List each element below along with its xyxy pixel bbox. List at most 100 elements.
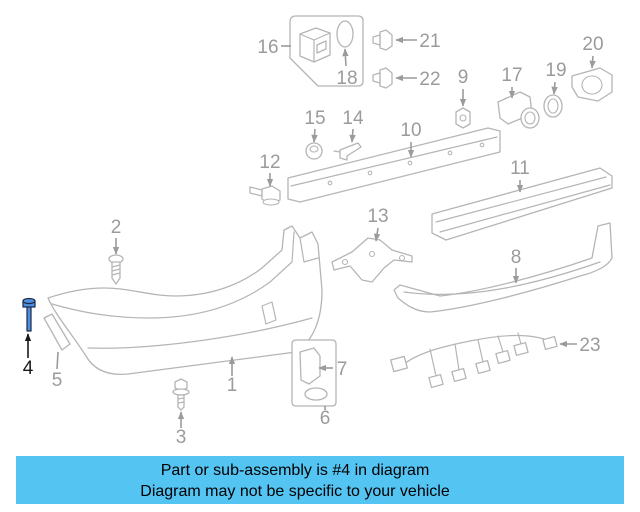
callout-number-18: 18 <box>336 68 357 89</box>
callout-9: 9 <box>458 67 469 107</box>
harness-connector <box>542 335 558 351</box>
clip-22-stem <box>372 72 381 84</box>
callout-number-23: 23 <box>579 335 600 356</box>
part-12-bolt <box>249 185 281 206</box>
callout-1: 1 <box>227 356 238 396</box>
bar-10-hole <box>447 150 453 156</box>
part-5-reflector <box>43 313 71 351</box>
reflector-outline <box>43 313 71 351</box>
part-21-clip <box>372 29 393 51</box>
callout-4-highlighted: 4 <box>23 333 34 379</box>
clip-22-head <box>379 67 393 89</box>
harness-connector <box>495 349 511 365</box>
lower-bar-edge <box>403 261 601 295</box>
callout-number-3: 3 <box>176 427 187 448</box>
bolt-3-head <box>174 378 188 392</box>
callout-arrow-15 <box>311 128 318 143</box>
callout-12: 12 <box>259 152 281 187</box>
bar-10-hole <box>327 180 333 186</box>
callout-number-17: 17 <box>501 65 522 86</box>
callout-number-22: 22 <box>419 69 440 90</box>
callout-number-7: 7 <box>337 359 348 380</box>
bracket-13-hole <box>398 254 406 262</box>
ring-inner <box>547 98 559 114</box>
harness-plug <box>390 355 408 373</box>
part-17-sensor <box>497 91 540 129</box>
callout-number-4: 4 <box>23 358 34 379</box>
bracket-13-hole <box>341 258 349 266</box>
callout-20: 20 <box>582 34 604 69</box>
callout-17: 17 <box>501 65 523 99</box>
part-4-bolt-highlighted <box>22 297 36 332</box>
info-banner: Part or sub-assembly is #4 in diagram Di… <box>16 456 624 504</box>
callout-10: 10 <box>400 120 422 158</box>
harness-branch <box>497 335 504 353</box>
part-14-clip <box>333 142 362 161</box>
absorber-rib <box>439 184 611 233</box>
harness-connector <box>428 373 444 389</box>
callout-5: 5 <box>52 351 62 391</box>
callout-18: 18 <box>336 48 358 89</box>
bumper-cover-character-line <box>87 317 313 349</box>
harness-branch <box>517 332 522 345</box>
callout-number-20: 20 <box>582 34 603 55</box>
clip-21-head <box>379 29 393 51</box>
banner-line-disclaimer: Diagram may not be specific to your vehi… <box>140 483 450 500</box>
callout-21: 21 <box>395 31 441 52</box>
callouts: 16 21 18 22 9 17 19 20 <box>23 31 604 448</box>
part-7-bracket <box>299 347 321 385</box>
bar-10-hole <box>367 170 373 176</box>
part-18-seal <box>336 20 354 48</box>
callout-number-15: 15 <box>304 108 325 129</box>
bar-10-outline <box>287 127 501 203</box>
bolt-12-shank <box>249 186 263 197</box>
callout-number-6: 6 <box>320 408 331 429</box>
callout-number-8: 8 <box>511 247 522 268</box>
callout-arrow-14 <box>349 128 356 143</box>
callout-arrow-20 <box>589 55 596 69</box>
harness-branch <box>477 339 484 363</box>
part-23-harness <box>390 332 558 389</box>
kit-clip-edges <box>299 32 331 63</box>
callout-number-9: 9 <box>458 67 469 88</box>
callout-number-19: 19 <box>545 60 566 81</box>
part-13-bracket <box>331 237 413 283</box>
absorber-rib <box>435 176 607 223</box>
sensor-face-inner <box>524 111 536 125</box>
callout-number-14: 14 <box>342 108 364 129</box>
callout-22: 22 <box>395 69 441 90</box>
callout-arrow-19 <box>551 81 558 95</box>
callout-arrow-18 <box>342 48 349 67</box>
callout-leader-5 <box>56 351 59 370</box>
callout-19: 19 <box>545 60 567 95</box>
callout-15: 15 <box>304 108 326 143</box>
kit-6-seal <box>304 387 328 401</box>
part-1-bumper-cover <box>47 225 323 376</box>
harness-connector <box>451 367 467 383</box>
callout-13: 13 <box>367 206 389 242</box>
callout-7: 7 <box>318 359 348 380</box>
callout-number-1: 1 <box>227 375 238 396</box>
part-11-absorber <box>431 167 613 241</box>
part-16-kit-box <box>289 15 364 87</box>
bolt-4-head-top <box>22 297 36 305</box>
callout-number-2: 2 <box>111 217 122 238</box>
callout-number-11: 11 <box>510 158 530 179</box>
part-15-grommet <box>305 142 323 160</box>
fastener-9-hole <box>459 114 467 122</box>
callout-number-21: 21 <box>419 31 440 52</box>
bracket-13-body <box>331 237 413 283</box>
callout-number-12: 12 <box>259 152 280 173</box>
callout-16: 16 <box>257 37 291 58</box>
callout-number-16: 16 <box>257 37 278 58</box>
harness-main-wire <box>403 334 553 365</box>
callout-6: 6 <box>320 406 331 429</box>
bar-10-hole <box>479 142 485 148</box>
part-8-lower-bar <box>393 222 613 313</box>
bumper-cover-recess <box>261 301 277 325</box>
clip-14-stem <box>333 150 341 153</box>
bolt-12-washer <box>262 198 280 206</box>
bracket-13-hole <box>368 250 376 258</box>
harness-connector <box>475 359 491 375</box>
callout-3: 3 <box>176 411 187 448</box>
